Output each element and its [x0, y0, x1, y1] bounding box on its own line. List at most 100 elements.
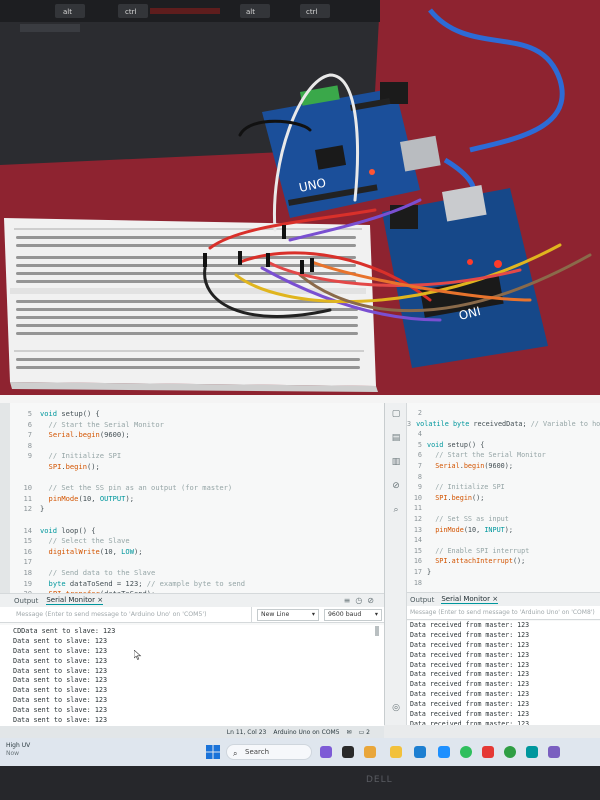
app-icon-whatsapp[interactable]: [460, 746, 472, 758]
app-icon-widgets[interactable]: [320, 746, 332, 758]
key-label: ctrl: [306, 8, 317, 16]
app-icon-store[interactable]: [438, 746, 450, 758]
weather-subtitle: Now: [6, 750, 20, 757]
line-number: 16: [23, 546, 32, 556]
editor-gutter: [0, 403, 10, 593]
close-icon[interactable]: ×: [97, 596, 104, 604]
code-text: // Set the SS pin as an output (for mast…: [48, 483, 233, 493]
search-icon: ⌕: [233, 749, 238, 758]
code-line: 9 // Initialize SPI: [12, 451, 384, 462]
debug-icon[interactable]: ⊘: [392, 481, 400, 491]
library-icon[interactable]: ▥: [391, 457, 401, 467]
side-toolbar: ▢ ▤ ▥ ⊘ ⌕ ◎: [385, 403, 407, 725]
board-port[interactable]: Arduino Uno on COM5: [273, 728, 340, 736]
code-text: volatile byte receivedData; // Variable …: [416, 419, 600, 428]
output-line: Data sent to slave: 123: [13, 636, 108, 645]
weather-title: High UV: [6, 742, 31, 749]
line-number: 7: [417, 461, 422, 470]
profile-icon[interactable]: ◎: [392, 703, 400, 713]
line-number: 14: [23, 525, 32, 535]
line-ending-value: New Line: [261, 611, 290, 618]
code-text: SPI.begin();: [435, 493, 485, 502]
app-icon-chrome[interactable]: [364, 746, 376, 758]
code-line: 11 pinMode(10, OUTPUT);: [12, 494, 384, 505]
status-bar: Ln 11, Col 23 Arduino Uno on COM5 ✉ ▭ 2: [0, 726, 384, 738]
app-icon-arduino[interactable]: [526, 746, 538, 758]
line-number: [12, 515, 40, 526]
monitor-bezel: [0, 766, 600, 800]
output-line: Data received from master: 123: [410, 650, 530, 659]
app-icon-taskview[interactable]: [342, 746, 354, 758]
message-input[interactable]: Message (Enter to send message to 'Ardui…: [407, 606, 600, 620]
image-divider: [0, 395, 600, 403]
code-text: pinMode(10, INPUT);: [435, 525, 513, 534]
monitor-logo: DELL: [366, 775, 393, 785]
tab-output[interactable]: Output: [14, 596, 39, 605]
line-number: 3: [407, 419, 412, 428]
code-line: [12, 473, 384, 484]
code-line: 15 // Select the Slave: [12, 536, 384, 547]
app-icon-app[interactable]: [482, 746, 494, 758]
code-line: [12, 515, 384, 526]
code-line: 6 // Start the Serial Monitor: [407, 451, 600, 462]
app-icon-edge[interactable]: [414, 746, 426, 758]
app-icon-chrome-2[interactable]: [504, 746, 516, 758]
weather-widget[interactable]: High UV Now: [6, 742, 30, 758]
output-line: CDData sent to slave: 123: [13, 627, 116, 635]
code-line: 14: [407, 536, 600, 547]
key-label: alt: [246, 8, 255, 16]
code-line: 12 // Set SS as input: [407, 515, 600, 526]
output-line: Data sent to slave: 123: [13, 676, 108, 685]
message-input[interactable]: Message (Enter to send message to 'Ardui…: [0, 606, 252, 623]
line-number: 18: [413, 578, 422, 587]
close-icon[interactable]: ×: [492, 595, 499, 603]
tab-output[interactable]: Output: [410, 595, 435, 604]
code-line: 16 digitalWrite(10, LOW);: [12, 547, 384, 558]
baud-rate-select[interactable]: 9600 baud ▾: [324, 608, 382, 621]
line-number: 12: [413, 514, 422, 523]
code-line: SPI.begin();: [12, 462, 384, 473]
app-icon-other[interactable]: [548, 746, 560, 758]
code-text: SPI.begin();: [48, 461, 100, 471]
count-value: 2: [366, 728, 370, 736]
search-icon[interactable]: ⌕: [393, 505, 399, 515]
line-number: [12, 462, 40, 473]
output-line: Data received from master: 123: [410, 700, 530, 709]
tab-serial-monitor[interactable]: Serial Monitor ×: [46, 596, 104, 605]
tab-serial-monitor[interactable]: Serial Monitor ×: [441, 595, 499, 604]
line-number: 4: [417, 430, 422, 439]
line-number: 5: [27, 409, 32, 418]
windows-start-icon[interactable]: [206, 745, 220, 759]
windows-taskbar: High UV Now ⌕ Search: [0, 738, 600, 766]
clear-output-icon[interactable]: ⊘: [367, 596, 374, 605]
code-line: 19 byte dataToSend = 123; // example byt…: [12, 579, 384, 590]
code-line: 3 volatile byte receivedData; // Variable…: [407, 420, 600, 431]
notifications-icon[interactable]: ✉: [346, 728, 352, 736]
code-text: void loop() {: [40, 525, 96, 535]
output-line: Data sent to slave: 123: [13, 696, 108, 705]
output-line: Data received from master: 123: [410, 660, 530, 669]
timestamp-icon[interactable]: ◷: [355, 596, 363, 605]
code-line: 10 SPI.begin();: [407, 494, 600, 505]
boards-icon[interactable]: ▤: [391, 433, 401, 443]
line-number: 8: [27, 440, 32, 450]
code-text: // Start the Serial Monitor: [435, 451, 546, 460]
output-line: Data sent to slave: 123: [13, 716, 108, 725]
line-ending-select[interactable]: New Line ▾: [257, 608, 319, 621]
code-line: 2: [407, 409, 600, 420]
scrollbar[interactable]: [375, 626, 379, 636]
code-line: 16 SPI.attachInterrupt();: [407, 557, 600, 568]
line-number: 14: [413, 536, 422, 545]
app-icon-explorer[interactable]: [390, 746, 402, 758]
line-number: 11: [23, 493, 32, 503]
folder-icon[interactable]: ▢: [391, 409, 401, 419]
autoscroll-icon[interactable]: ≡: [343, 596, 351, 605]
taskbar-search[interactable]: ⌕ Search: [226, 744, 312, 760]
line-number: 17: [413, 567, 422, 576]
line-number: 2: [417, 409, 422, 417]
